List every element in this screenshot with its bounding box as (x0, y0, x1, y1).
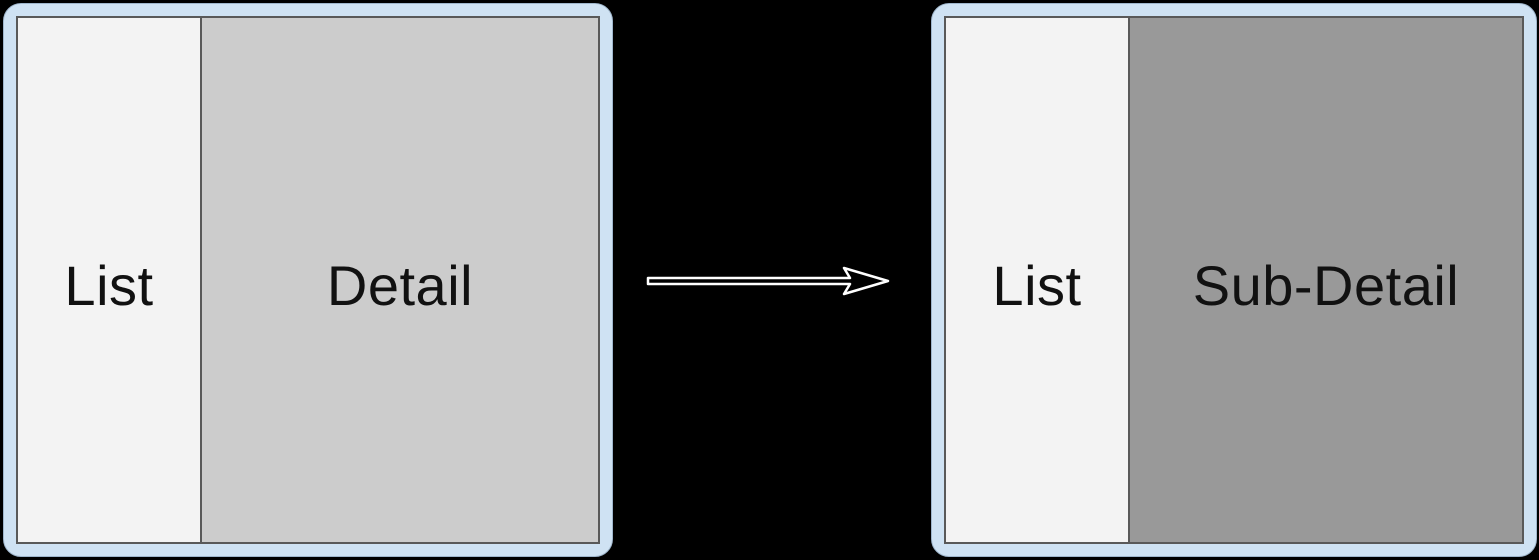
pane-list-before: List (18, 18, 202, 542)
screen-after: List Sub-Detail (944, 16, 1524, 544)
device-frame-after: List Sub-Detail (931, 3, 1537, 557)
pane-list-label-after: List (992, 254, 1082, 317)
device-frame-before: List Detail (3, 3, 613, 557)
pane-list-after: List (946, 18, 1130, 542)
pane-detail-before: Detail (202, 18, 598, 542)
transition-arrow-icon (646, 266, 890, 296)
pane-detail-label-before: Detail (326, 254, 474, 317)
pane-subdetail-after: Sub-Detail (1130, 18, 1522, 542)
pane-list-label-before: List (64, 254, 154, 317)
pane-subdetail-label-after: Sub-Detail (1192, 254, 1460, 317)
screen-before: List Detail (16, 16, 600, 544)
